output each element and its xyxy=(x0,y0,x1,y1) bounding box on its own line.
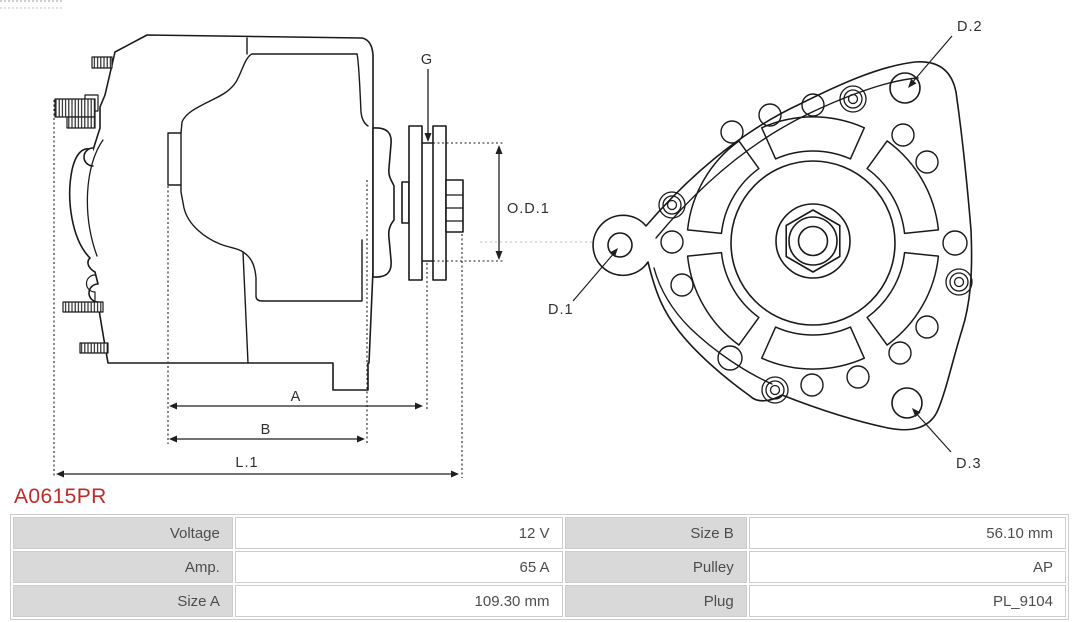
front-view xyxy=(592,61,973,431)
spec-row-amp: Amp. 65 A Pulley AP xyxy=(13,551,1066,583)
side-view xyxy=(54,34,464,391)
spec-value-pulley: AP xyxy=(748,551,1066,583)
label-d1: D.1 xyxy=(548,302,574,318)
spec-row-voltage: Voltage 12 V Size B 56.10 mm xyxy=(13,517,1066,549)
dim-label-g: G xyxy=(421,52,433,68)
housing-outline xyxy=(592,61,973,431)
dim-label-a: A xyxy=(291,389,302,405)
pulley xyxy=(372,125,464,281)
spec-value-plug: PL_9104 xyxy=(748,585,1066,617)
hole-d3 xyxy=(891,387,923,419)
arrowhead-g xyxy=(424,133,432,142)
vent-holes xyxy=(660,93,968,397)
spec-value-amp: 65 A xyxy=(234,551,563,583)
spec-row-size-a: Size A 109.30 mm Plug PL_9104 xyxy=(13,585,1066,617)
dim-label-b: B xyxy=(261,422,272,438)
ear-hole-d1 xyxy=(607,232,633,258)
spec-label-pulley: Pulley xyxy=(564,551,747,583)
part-number: A0615PR xyxy=(14,485,107,508)
technical-drawing: G O.D.1 A B L.1 xyxy=(53,19,983,478)
side-view-dimensions xyxy=(53,69,648,478)
pulley-nut xyxy=(730,160,896,326)
alternator-body-outline xyxy=(69,34,374,391)
spec-value-voltage: 12 V xyxy=(234,517,563,549)
spec-label-size-a: Size A xyxy=(13,585,233,617)
spec-label-voltage: Voltage xyxy=(13,517,233,549)
dim-label-l1: L.1 xyxy=(235,455,258,471)
spec-value-size-a: 109.30 mm xyxy=(234,585,563,617)
hole-d2 xyxy=(889,72,921,104)
front-view-leaders xyxy=(572,35,953,453)
dim-label-od1: O.D.1 xyxy=(507,201,550,217)
shaft xyxy=(445,179,464,233)
alternator-drawing-svg: G O.D.1 A B L.1 xyxy=(53,19,983,478)
spec-value-size-b: 56.10 mm xyxy=(748,517,1066,549)
spec-label-plug: Plug xyxy=(564,585,747,617)
logo-remnant xyxy=(0,0,62,9)
mounting-studs xyxy=(54,56,113,354)
label-d3: D.3 xyxy=(956,456,982,472)
through-bolts xyxy=(658,85,973,404)
spec-label-amp: Amp. xyxy=(13,551,233,583)
label-d2: D.2 xyxy=(957,19,983,35)
front-lug xyxy=(167,132,182,186)
spec-table: Voltage 12 V Size B 56.10 mm Amp. 65 A P… xyxy=(10,514,1069,620)
spec-label-size-b: Size B xyxy=(564,517,747,549)
